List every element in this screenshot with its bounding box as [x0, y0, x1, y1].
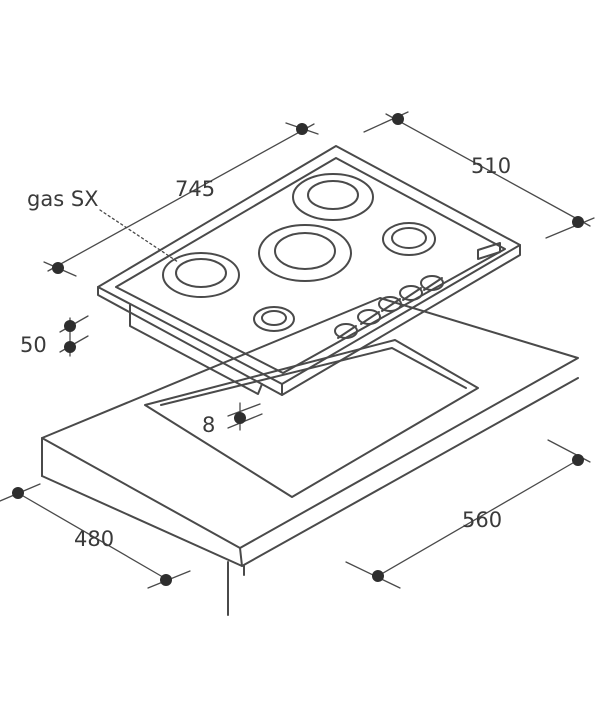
knob	[420, 275, 444, 291]
hob-badge	[477, 242, 501, 260]
knob-row	[334, 275, 444, 339]
gas-side-label: gas SX	[27, 187, 99, 211]
knob	[334, 323, 358, 339]
cutout-depth-label: 480	[74, 527, 114, 551]
dimension-560	[345, 439, 591, 589]
knob	[399, 285, 423, 301]
countertop-top-face	[41, 297, 579, 549]
edge-clearance-label: 8	[202, 413, 215, 437]
countertop	[41, 297, 579, 616]
hob-thickness-label: 50	[20, 333, 47, 357]
countertop-corner-edge	[239, 547, 243, 567]
dimension-480	[0, 483, 191, 589]
knob	[378, 296, 402, 312]
hob-body-underside	[129, 304, 263, 395]
hob-width-label: 745	[175, 177, 215, 201]
hob-top-frame	[97, 145, 521, 385]
burner-front-auxiliary	[253, 306, 295, 332]
burner-right-small	[382, 222, 436, 256]
burner-rear-large	[292, 173, 374, 221]
cutout	[144, 339, 479, 498]
gas-leader-line	[99, 209, 179, 263]
hob-depth-label: 510	[471, 154, 511, 178]
dimension-8	[227, 402, 263, 431]
countertop-front-edge	[41, 377, 579, 567]
dimension-50	[59, 315, 89, 357]
dimension-745	[43, 122, 319, 277]
knob	[357, 309, 381, 325]
hob	[97, 145, 521, 396]
dimension-510	[363, 111, 595, 239]
cutout-outline	[144, 339, 479, 498]
cutout-inner-lip	[160, 347, 467, 406]
burner-left-medium	[162, 252, 240, 298]
cutout-width-label: 560	[462, 508, 502, 532]
burner-centre-triple	[258, 224, 352, 282]
hob-glass-panel	[115, 157, 506, 374]
